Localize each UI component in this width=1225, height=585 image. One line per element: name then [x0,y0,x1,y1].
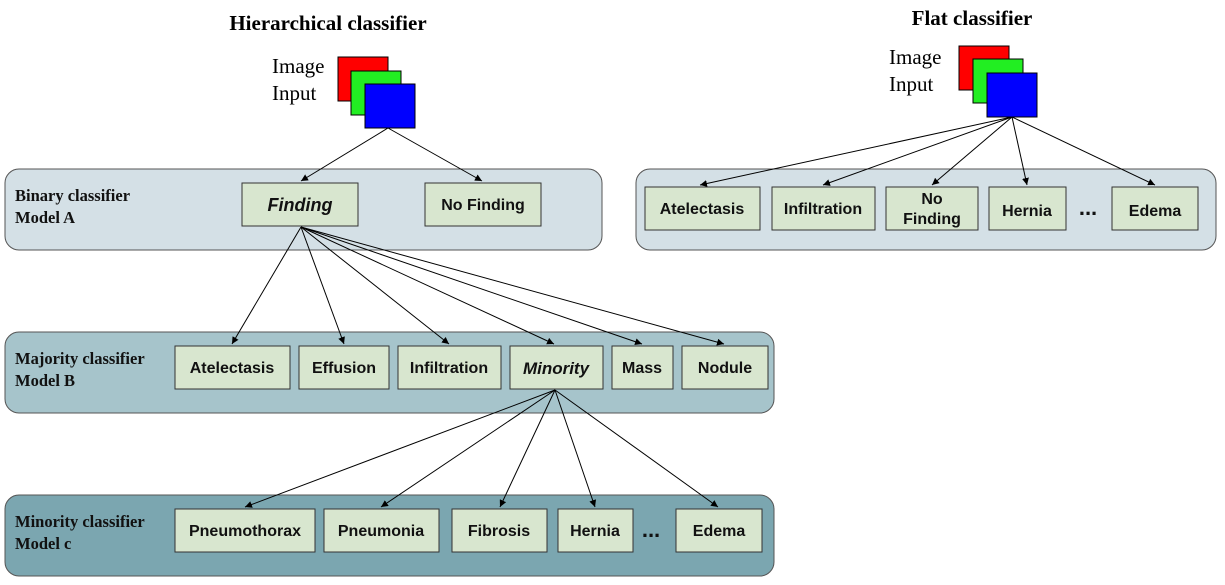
node-infiltration-label: Infiltration [410,360,488,377]
flat-node-finding-label: Finding [903,211,961,228]
binary-classifier-label: Binary classifier [15,186,130,205]
node-pneumothorax: Pneumothorax [174,508,316,553]
edge-flat-to-atelectasis [699,116,1013,187]
edge-finding-to-effusion [300,226,345,345]
flat-input-label-image: Image [889,45,941,69]
node-hernia: Hernia [557,508,634,553]
flat-input-label-input: Input [889,72,933,96]
node-nodule: Nodule [681,345,769,390]
minority-classifier-label: Minority classifier [15,512,145,531]
blue-channel-icon [364,83,416,129]
node-hernia-label: Hernia [570,523,620,540]
edge-finding-to-atelectasis [231,226,302,345]
flat-node-no-label: No [921,191,943,208]
flat-node-atelectasis-label: Atelectasis [660,201,745,218]
node-fibrosis: Fibrosis [451,508,548,553]
node-effusion: Effusion [298,345,390,390]
flat-node-edema: Edema [1111,186,1199,231]
model-c-ellipsis: ... [642,517,660,542]
edge-minority-to-hernia [554,389,597,508]
flat-node-atelectasis: Atelectasis [644,186,761,231]
node-no-finding-label: No Finding [441,197,525,214]
flat-node-no-finding: No Finding [885,186,979,231]
edge-flat-to-no-finding [931,116,1013,186]
edge-minority-to-fibrosis [499,389,556,508]
edge-input-to-finding [300,127,389,182]
edge-flat-to-hernia [1011,116,1029,186]
edge-finding-to-nodule [300,226,725,346]
node-pneumonia-label: Pneumonia [338,523,424,540]
model-a-label: Model A [15,208,75,227]
model-c-label: Model c [15,534,71,553]
flat-node-infiltration: Infiltration [771,186,876,231]
flat-ellipsis: ... [1079,195,1097,220]
flat-node-edema-label: Edema [1129,203,1182,220]
flat-node-hernia: Hernia [988,186,1067,231]
hierarchical-input-label-image: Image [272,54,324,78]
node-atelectasis-label: Atelectasis [190,360,275,377]
node-minority: Minority [509,345,604,390]
node-pneumonia: Pneumonia [323,508,440,553]
node-nodule-label: Nodule [698,360,752,377]
model-b-label: Model B [15,371,75,390]
flat-node-hernia-label: Hernia [1002,203,1052,220]
edge-flat-to-edema [1011,116,1156,186]
flat-node-infiltration-label: Infiltration [784,201,862,218]
edge-minority-to-edema [554,389,719,508]
node-minority-label: Minority [523,359,591,378]
node-finding-label: Finding [268,195,333,215]
node-effusion-label: Effusion [312,360,376,377]
node-edema: Edema [675,508,763,553]
flat-title: Flat classifier [912,6,1033,30]
edge-finding-to-minority [300,226,555,345]
node-mass: Mass [611,345,674,390]
node-finding: Finding [241,182,359,227]
hierarchical-input-label-input: Input [272,81,316,105]
majority-classifier-label: Majority classifier [15,349,145,368]
node-infiltration: Infiltration [397,345,502,390]
node-fibrosis-label: Fibrosis [468,523,530,540]
node-edema-label: Edema [693,523,746,540]
hierarchical-title: Hierarchical classifier [229,11,426,35]
node-mass-label: Mass [622,360,662,377]
edge-minority-to-pneumonia [380,389,556,508]
edge-finding-to-infiltration [300,226,450,345]
edge-input-to-no-finding [387,127,483,182]
flat-image-input: Image Input [889,45,1038,118]
hierarchical-image-input: Image Input [272,54,416,129]
edge-minority-to-pneumothorax [244,389,556,508]
edge-flat-to-infiltration [822,116,1013,186]
node-atelectasis: Atelectasis [174,345,291,390]
node-no-finding: No Finding [424,182,542,227]
node-pneumothorax-label: Pneumothorax [189,523,301,540]
flat-blue-channel-icon [986,72,1038,118]
edge-finding-to-mass [300,226,643,346]
